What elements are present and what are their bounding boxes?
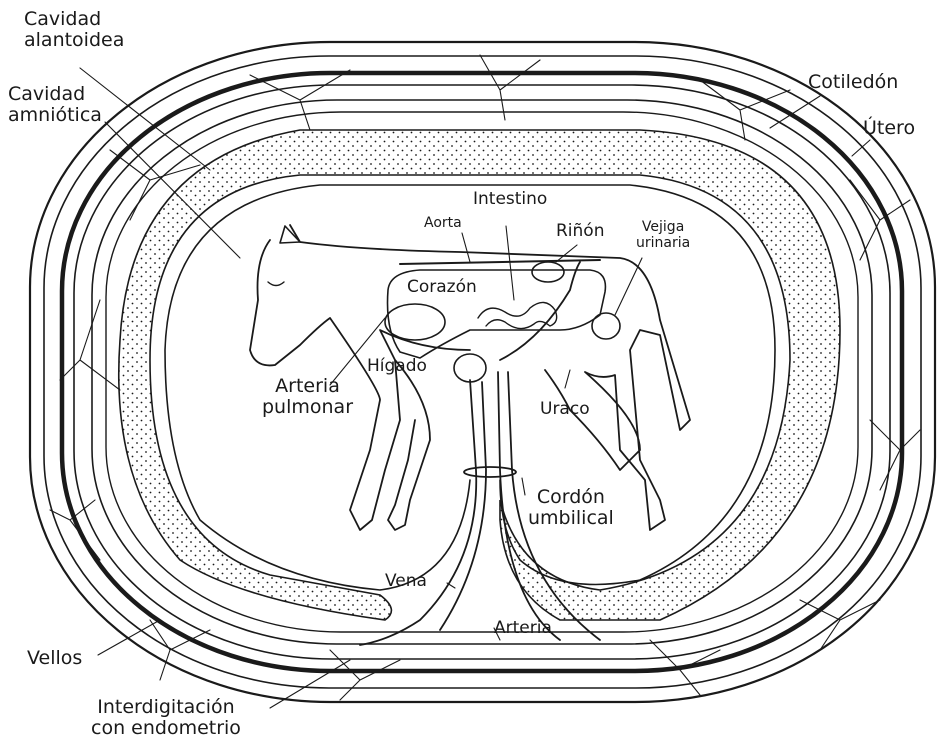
label-arteria-pulmonar-line2: pulmonar: [262, 397, 353, 418]
label-cavidad-alantoidea-line2: alantoidea: [24, 30, 124, 51]
label-arteria-pulmonar-line1: Arteria: [262, 376, 353, 397]
label-rinon: Riñón: [556, 222, 605, 241]
label-vena: Vena: [385, 572, 427, 591]
label-interdigitacion: Interdigitación con endometrio: [91, 697, 241, 740]
calf-eye: [268, 282, 284, 286]
label-arteria-pulmonar: Arteria pulmonar: [262, 376, 353, 419]
label-cavidad-alantoidea-line1: Cavidad: [24, 9, 124, 30]
label-cordon-umbilical-line2: umbilical: [528, 508, 614, 529]
label-aorta: Aorta: [424, 216, 462, 232]
label-cordon-umbilical-line1: Cordón: [528, 487, 614, 508]
label-cavidad-amniotica: Cavidad amniótica: [8, 84, 102, 127]
liver-organ: [454, 354, 486, 382]
label-vellos: Vellos: [27, 648, 82, 669]
calf-ear: [280, 226, 300, 243]
label-vejiga-urinaria-line2: urinaria: [636, 236, 690, 252]
label-uraco: Uraco: [540, 400, 590, 419]
label-vejiga-urinaria-line1: Vejiga: [636, 220, 690, 236]
label-cavidad-amniotica-line1: Cavidad: [8, 84, 102, 105]
aorta-vessel: [400, 260, 600, 264]
label-utero: Útero: [863, 118, 915, 139]
label-cavidad-alantoidea: Cavidad alantoidea: [24, 9, 124, 52]
label-vejiga-urinaria: Vejiga urinaria: [636, 220, 690, 251]
heart-organ: [385, 304, 445, 340]
label-higado: Hígado: [367, 357, 427, 376]
label-cotiledon: Cotiledón: [808, 72, 898, 93]
kidney-organ: [532, 262, 564, 282]
label-cordon-umbilical: Cordón umbilical: [528, 487, 614, 530]
label-intestino: Intestino: [473, 190, 547, 209]
label-interdigitacion-line2: con endometrio: [91, 718, 241, 739]
label-cavidad-amniotica-line2: amniótica: [8, 105, 102, 126]
umbilical-ring: [464, 467, 516, 477]
label-interdigitacion-line1: Interdigitación: [91, 697, 241, 718]
label-corazon: Corazón: [407, 278, 477, 297]
label-arteria: Arteria: [494, 619, 552, 638]
